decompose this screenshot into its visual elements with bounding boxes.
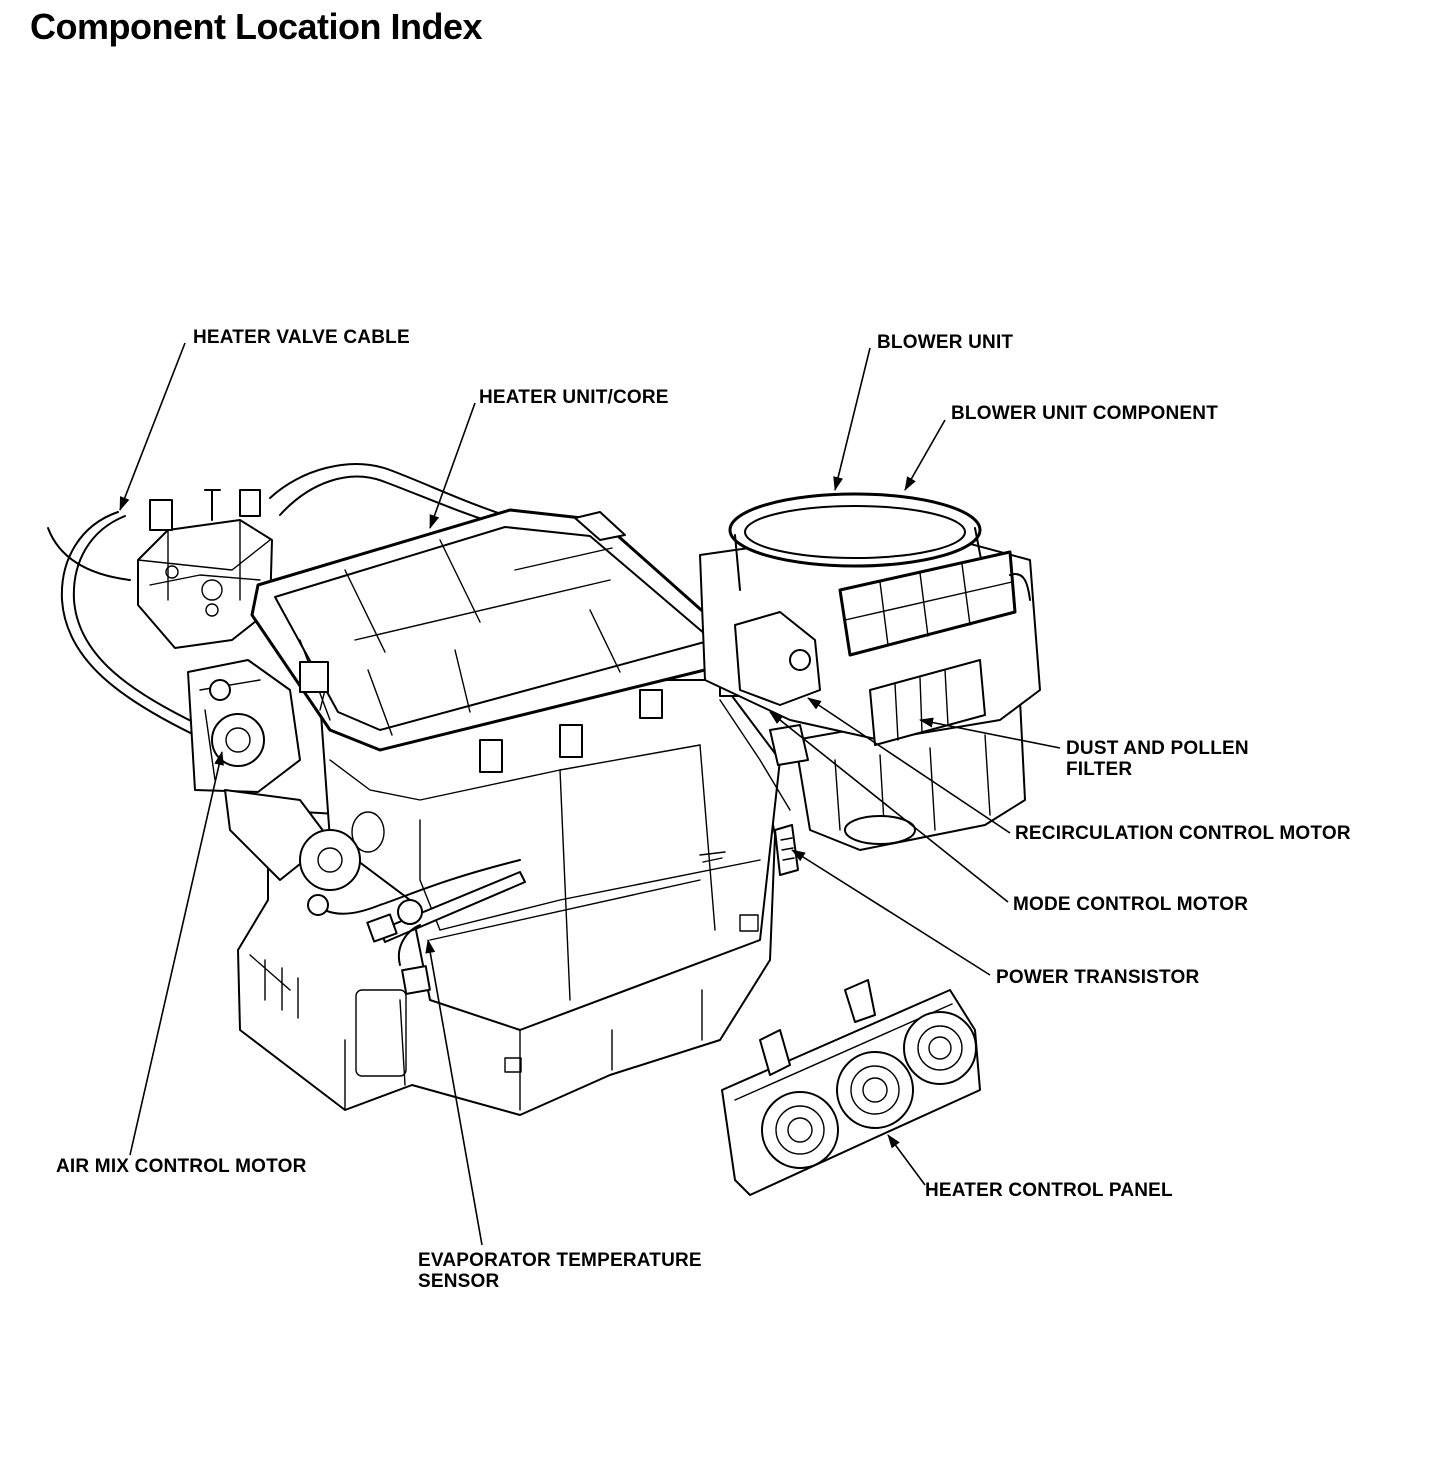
label-air-mix-control-motor: AIR MIX CONTROL MOTOR: [56, 1156, 307, 1177]
leader-mode-control-motor: [769, 711, 1009, 903]
leader-blower-unit-component: [904, 419, 946, 491]
page-title: Component Location Index: [30, 6, 483, 47]
blower-unit-illustration: [699, 492, 1041, 851]
label-evaporator-temperature-sensor-line1: EVAPORATOR TEMPERATURE: [418, 1250, 702, 1271]
leader-dust-and-pollen-filter: [919, 717, 1061, 749]
heater-control-panel-illustration: [721, 979, 981, 1196]
heater-valve-cable-illustration: [47, 463, 521, 741]
leader-recirculation-control-motor: [807, 697, 1011, 834]
label-evaporator-temperature-sensor: EVAPORATOR TEMPERATURE SENSOR: [418, 1250, 702, 1292]
leader-air-mix-control-motor: [129, 751, 224, 1156]
label-evaporator-temperature-sensor-line2: SENSOR: [418, 1271, 500, 1292]
label-dust-and-pollen-filter-line1: DUST AND POLLEN: [1066, 738, 1249, 759]
label-power-transistor: POWER TRANSISTOR: [996, 967, 1200, 988]
knob-left: [761, 1091, 839, 1169]
knob-center: [836, 1051, 914, 1129]
label-dust-and-pollen-filter: DUST AND POLLEN FILTER: [1066, 738, 1249, 780]
leader-heater-valve-cable: [119, 342, 186, 511]
leader-heater-unit-core: [429, 402, 476, 529]
label-heater-valve-cable: HEATER VALVE CABLE: [193, 327, 410, 348]
label-dust-and-pollen-filter-line2: FILTER: [1066, 759, 1133, 780]
label-heater-control-panel: HEATER CONTROL PANEL: [925, 1180, 1173, 1201]
power-transistor-illustration: [774, 824, 799, 876]
leader-power-transistor: [791, 849, 991, 976]
label-mode-control-motor: MODE CONTROL MOTOR: [1013, 894, 1249, 915]
label-heater-unit-core: HEATER UNIT/CORE: [479, 387, 669, 408]
heater-valve-illustration: [137, 489, 273, 649]
label-blower-unit-component: BLOWER UNIT COMPONENT: [951, 403, 1219, 424]
label-blower-unit: BLOWER UNIT: [877, 332, 1014, 353]
heater-unit-housing: [237, 679, 781, 1116]
label-recirculation-control-motor: RECIRCULATION CONTROL MOTOR: [1015, 823, 1351, 844]
leader-lines: [119, 342, 1061, 1246]
evaporator-temperature-sensor-illustration: [366, 871, 526, 995]
knob-right: [903, 1011, 977, 1085]
leader-heater-control-panel: [887, 1134, 926, 1186]
leader-blower-unit: [833, 347, 871, 491]
leader-evaporator-temperature-sensor: [425, 939, 483, 1246]
